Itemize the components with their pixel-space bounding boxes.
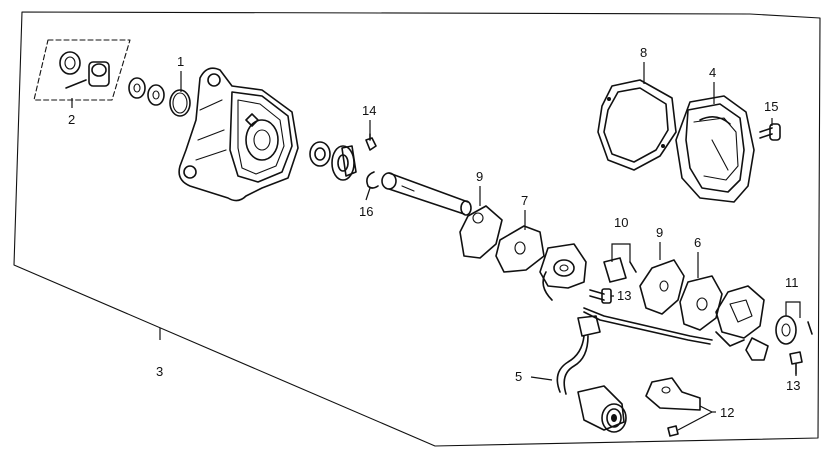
terminal-clip xyxy=(745,337,769,361)
part-11-rotor xyxy=(775,315,813,345)
assembly-outline xyxy=(13,11,821,447)
pickup-module xyxy=(539,243,587,301)
callout-6: 6 xyxy=(694,235,701,250)
callout-3: 3 xyxy=(156,364,163,379)
callout-7: 7 xyxy=(521,193,528,208)
distributor-shaft xyxy=(381,172,472,216)
callout-13-lower: 13 xyxy=(786,378,800,393)
part-12-bracket xyxy=(645,377,701,437)
callout-15: 15 xyxy=(764,99,778,114)
callout-13-upper: 13 xyxy=(617,288,631,303)
callout-8: 8 xyxy=(640,45,647,60)
callout-5: 5 xyxy=(515,369,522,384)
leader-lines xyxy=(71,62,801,431)
part-10-spring xyxy=(603,257,637,283)
part-9-plate-lower xyxy=(639,259,685,315)
part-5-wire-harness xyxy=(556,307,713,395)
callout-4: 4 xyxy=(709,65,716,80)
callout-12: 12 xyxy=(720,405,734,420)
distributor-housing xyxy=(178,67,299,202)
callout-11: 11 xyxy=(785,275,799,290)
callout-14: 14 xyxy=(362,103,376,118)
part-2-seal-kit xyxy=(33,39,131,101)
part-14-screw xyxy=(365,133,377,151)
part-5-connector-plug xyxy=(577,385,627,433)
callout-10: 10 xyxy=(614,215,628,230)
part-15-screw xyxy=(759,123,781,141)
callout-2: 2 xyxy=(68,112,75,127)
callout-16: 16 xyxy=(359,204,373,219)
part-13-screw-lower xyxy=(789,351,803,375)
part-16-snap-ring xyxy=(366,171,379,189)
part-9-plate-upper xyxy=(459,205,503,259)
callout-1: 1 xyxy=(177,54,184,69)
washers xyxy=(128,77,165,106)
part-6-plate xyxy=(679,275,723,331)
callout-9-lower: 9 xyxy=(656,225,663,240)
bearing-small xyxy=(309,141,331,167)
part-8-cap-seal xyxy=(597,79,677,171)
callout-9-upper: 9 xyxy=(476,169,483,184)
part-13-screw-upper xyxy=(589,288,612,304)
igniter-unit xyxy=(715,285,765,347)
part-4-distributor-cover xyxy=(675,95,755,203)
part-1-o-ring xyxy=(169,89,191,117)
part-7-bracket xyxy=(495,225,545,273)
bearing-large xyxy=(331,145,357,181)
